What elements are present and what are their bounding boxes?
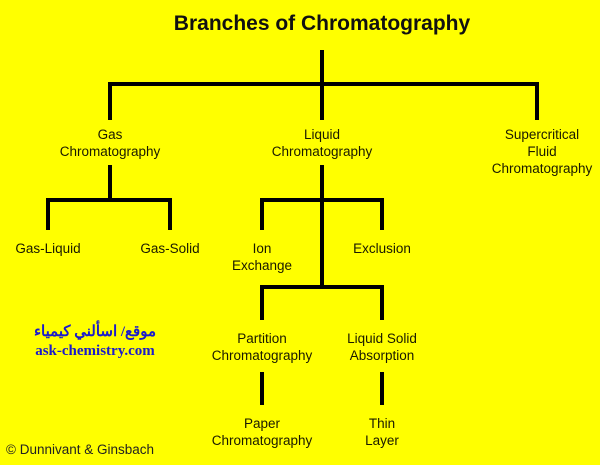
node-exclusion: Exclusion	[353, 241, 411, 256]
node-gas-solid: Gas-Solid	[140, 241, 200, 256]
watermark-arabic: موقع/ اسألني كيمياء	[34, 324, 156, 340]
root-connector	[108, 50, 539, 120]
watermark-site: ask-chemistry.com	[35, 343, 155, 359]
liquid-connector	[260, 165, 384, 320]
gas-connector	[46, 165, 172, 230]
node-gas-liquid: Gas-Liquid	[15, 241, 81, 256]
diagram-title: Branches of Chromatography	[173, 12, 471, 35]
copyright: © Dunnivant & Ginsbach	[6, 442, 155, 457]
lower-connectors	[260, 372, 384, 405]
